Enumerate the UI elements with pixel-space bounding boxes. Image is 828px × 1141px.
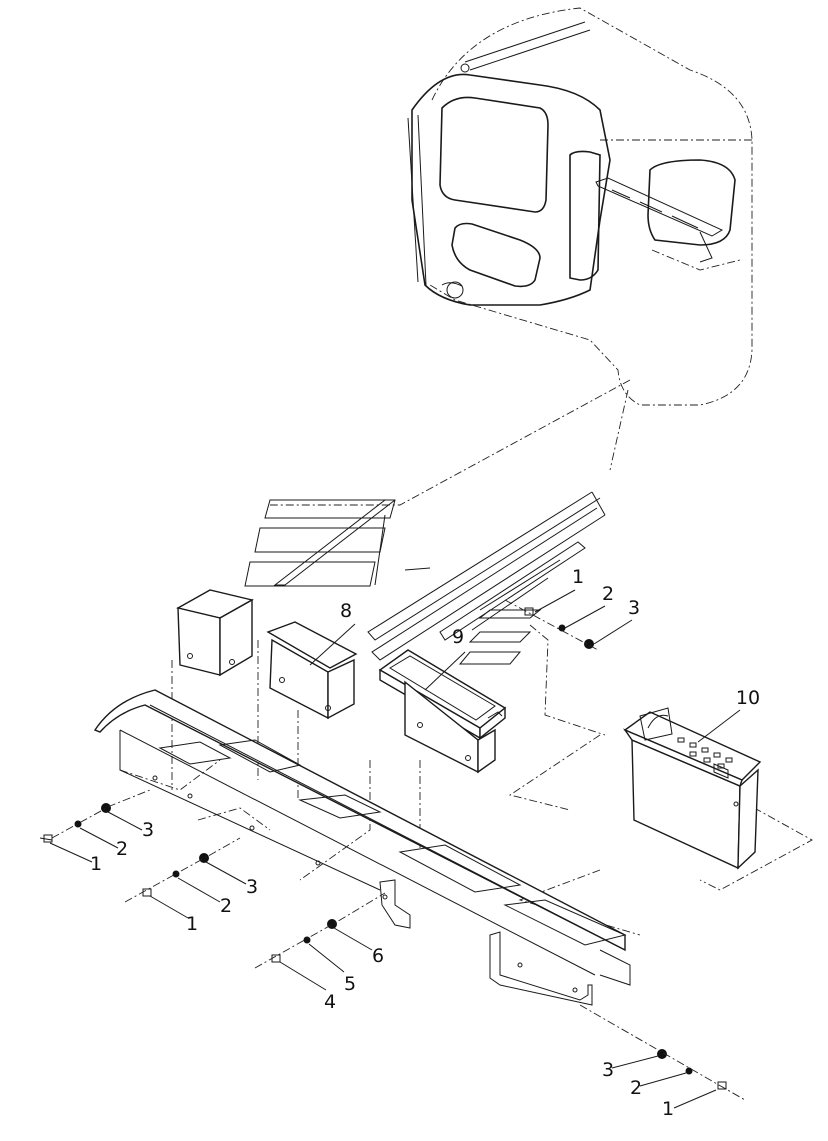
- callout-number: 8: [340, 600, 352, 622]
- base-tray: [93, 689, 631, 1006]
- callout-number: 1: [572, 566, 584, 588]
- callout-leaders: [49, 589, 741, 1109]
- callout-number: 2: [220, 895, 232, 917]
- callout-number: 5: [344, 973, 356, 995]
- storage-box-8: [266, 621, 358, 720]
- callout-number: 10: [736, 687, 760, 709]
- callout-number: 3: [628, 597, 640, 619]
- storage-box-9: [378, 649, 507, 774]
- callout-number: 9: [452, 626, 464, 648]
- storage-box-left: [176, 589, 254, 677]
- callout-number: 3: [142, 819, 154, 841]
- callout-number: 1: [186, 913, 198, 935]
- callout-number: 2: [116, 838, 128, 860]
- callout-number: 6: [372, 945, 384, 967]
- control-unit-10: [623, 707, 762, 870]
- callout-number: 3: [246, 876, 258, 898]
- callout-number: 4: [324, 991, 336, 1013]
- fasteners: [39, 599, 746, 1101]
- callout-number: 1: [662, 1098, 674, 1120]
- callout-number: 2: [602, 583, 614, 605]
- callout-number: 3: [602, 1059, 614, 1081]
- callout-number: 1: [90, 853, 102, 875]
- panel-outlines: [244, 491, 606, 665]
- callout-number: 2: [630, 1077, 642, 1099]
- operator-cab: [407, 7, 753, 406]
